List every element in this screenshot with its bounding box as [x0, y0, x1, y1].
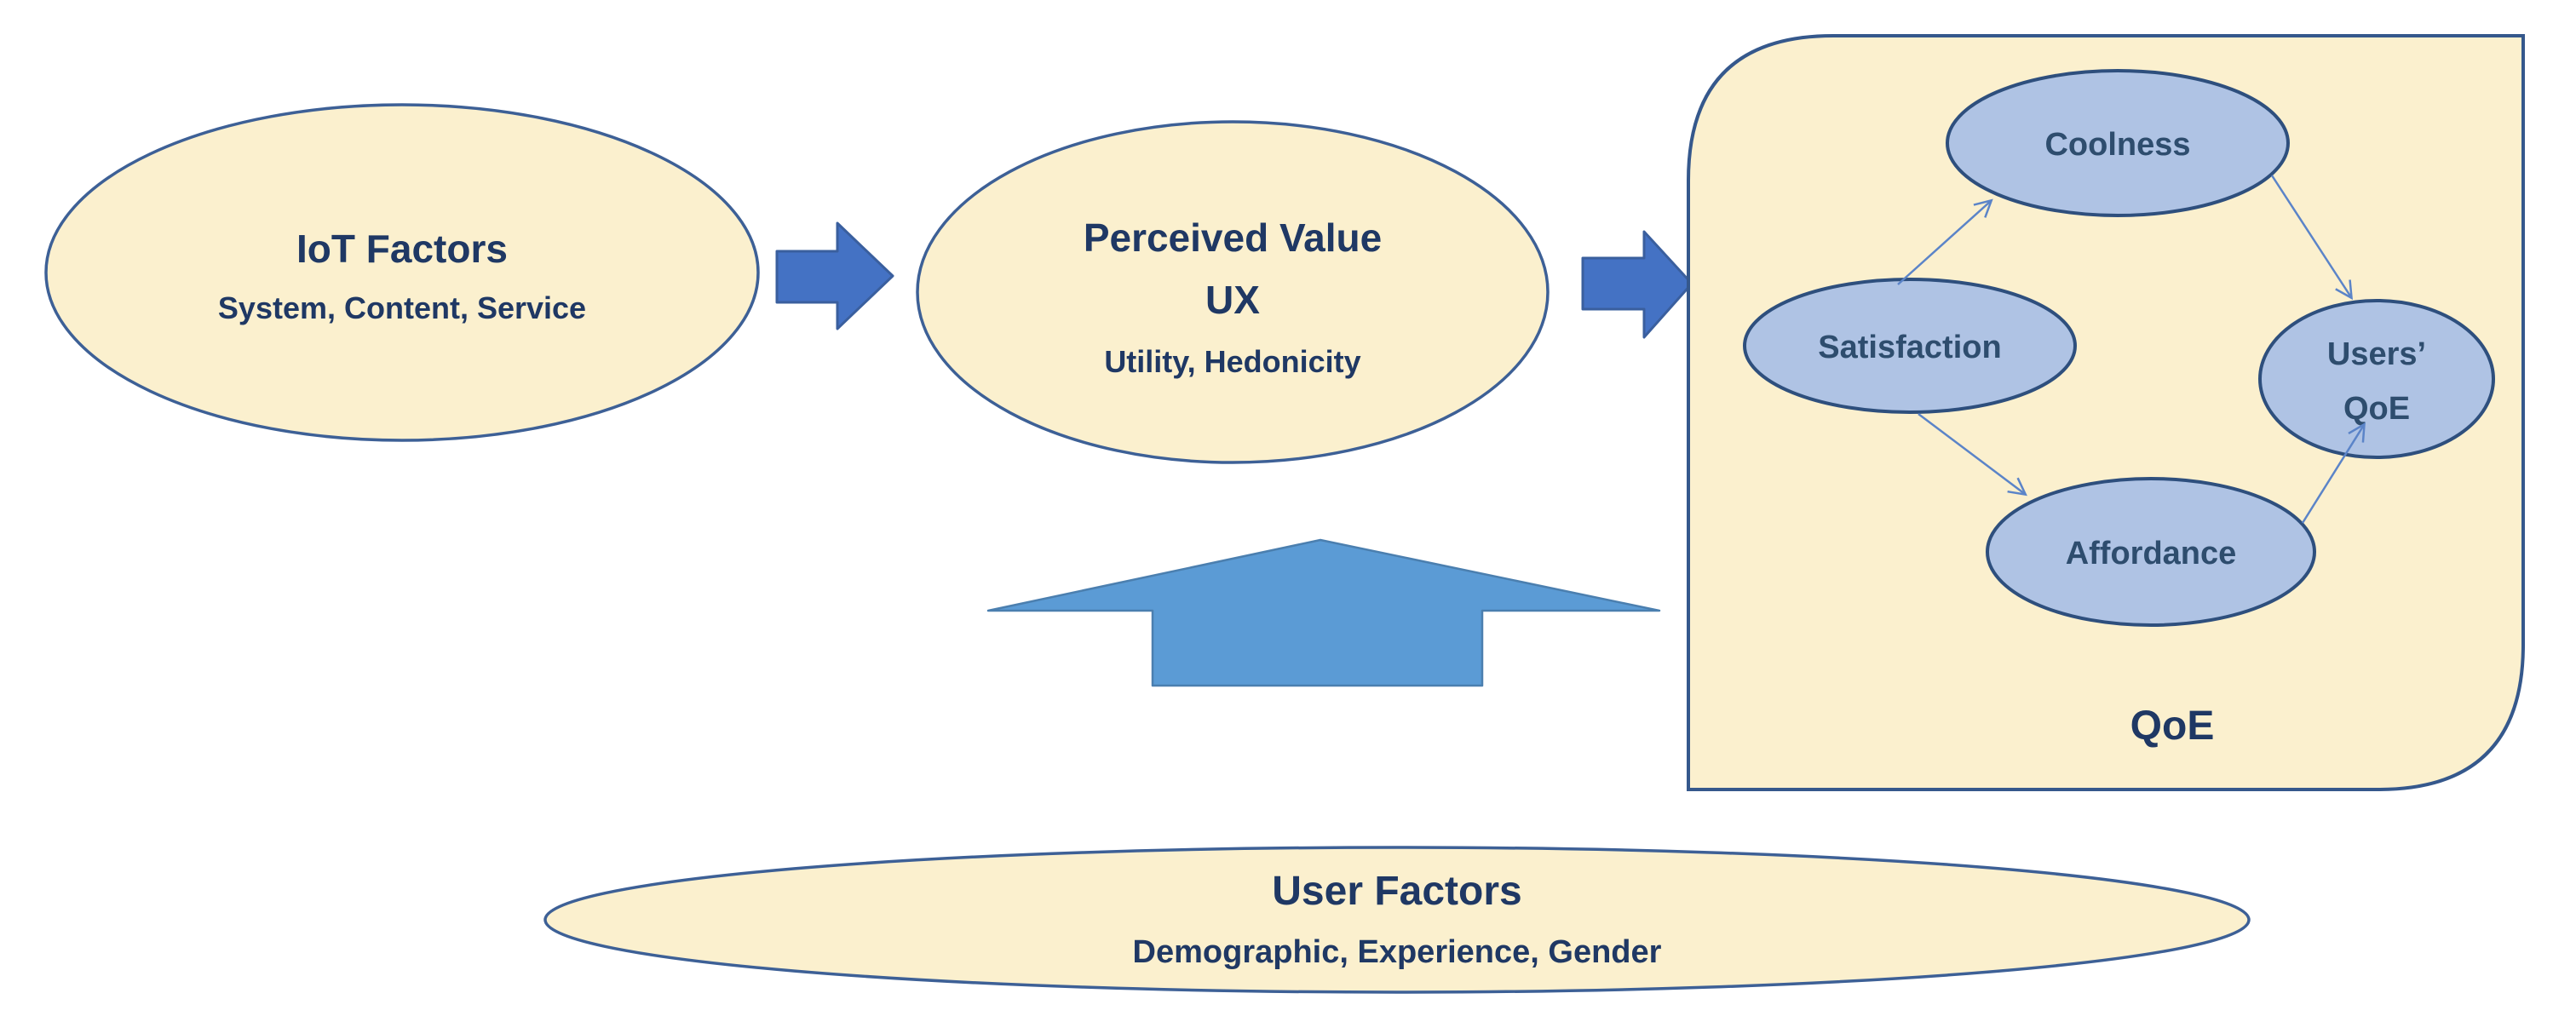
- iot-factors-title: IoT Factors: [296, 227, 508, 271]
- iot-factors-node: [44, 103, 760, 442]
- qoe-box-label: QoE: [2130, 703, 2215, 749]
- connector-affordance-to-users-qoe: [2301, 422, 2366, 524]
- right-arrow-icon-2: [1581, 230, 1693, 339]
- satisfaction-node: [1743, 278, 2077, 414]
- satisfaction-label: Satisfaction: [1818, 330, 2001, 365]
- users-qoe-node: [2258, 299, 2495, 459]
- right-arrow-icon-1: [775, 221, 894, 330]
- perceived-value-node: [916, 120, 1550, 464]
- user-factors-title: User Factors: [1272, 869, 1521, 914]
- users-qoe-label-line2: QoE: [2343, 391, 2410, 427]
- coolness-label: Coolness: [2044, 127, 2190, 163]
- user-factors-subtitle: Demographic, Experience, Gender: [1133, 934, 1662, 970]
- iot-factors-subtitle: System, Content, Service: [218, 290, 586, 325]
- users-qoe-label-line1: Users’: [2327, 336, 2426, 372]
- connector-satisfaction-to-coolness: [1897, 198, 1993, 285]
- perceived-value-subtitle: Utility, Hedonicity: [1104, 344, 1360, 379]
- connector-satisfaction-to-affordance: [1918, 413, 2027, 497]
- coolness-node: [1946, 69, 2290, 217]
- affordance-node: [1986, 477, 2316, 627]
- connector-coolness-to-users-qoe: [2270, 175, 2354, 301]
- user-factors-node: [543, 846, 2251, 994]
- perceived-value-acronym: UX: [1205, 278, 1260, 322]
- qoe-box: [1687, 34, 2525, 791]
- perceived-value-title: Perceived Value: [1084, 215, 1382, 260]
- up-arrow-icon: [986, 538, 1661, 687]
- affordance-label: Affordance: [2066, 536, 2237, 571]
